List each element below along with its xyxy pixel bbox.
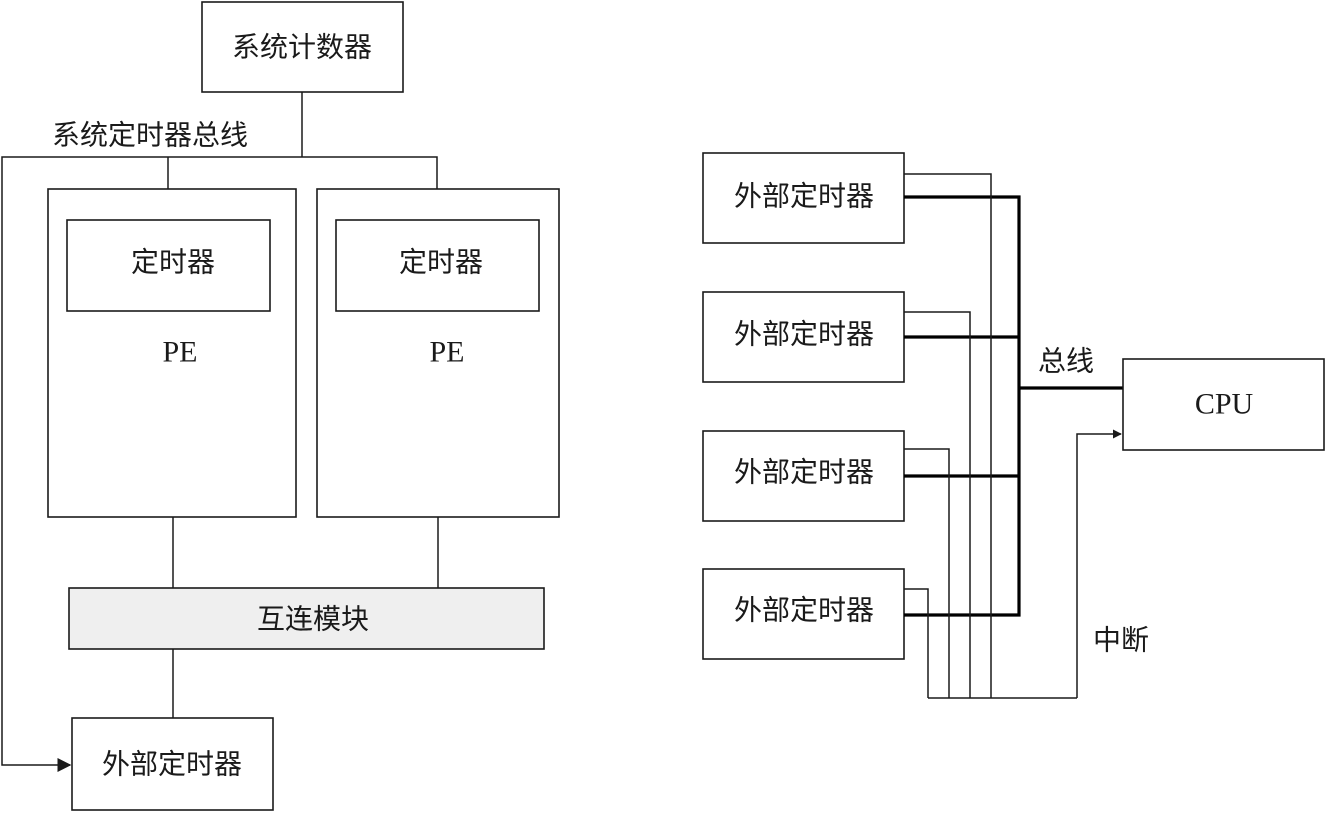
pe-block-2: 定时器 PE bbox=[316, 188, 560, 518]
system-timer-bus-label: 系统定时器总线 bbox=[52, 119, 248, 152]
cpu-label: CPU bbox=[1195, 388, 1254, 421]
external-timer-block-1: 外部定时器 bbox=[702, 152, 905, 244]
right-diagram: 外部定时器 外部定时器 外部定时器 外部定时器 总线 bbox=[702, 152, 1325, 699]
interrupt-label: 中断 bbox=[1093, 624, 1149, 657]
external-timer-label-4: 外部定时器 bbox=[734, 594, 874, 627]
pe-2-label: PE bbox=[429, 336, 464, 369]
data-bus bbox=[904, 195, 1123, 617]
pe-2-timer-label: 定时器 bbox=[399, 246, 483, 279]
interconnect-module: 互连模块 bbox=[68, 587, 545, 650]
interrupt-lines bbox=[904, 173, 1122, 699]
left-diagram: 系统计数器 系统定时器总线 定时器 PE 定时器 PE bbox=[1, 1, 560, 811]
external-timer-label-2: 外部定时器 bbox=[734, 318, 874, 351]
system-counter-block: 系统计数器 bbox=[201, 1, 404, 93]
system-counter-label: 系统计数器 bbox=[232, 31, 372, 64]
pe-1-timer-block bbox=[66, 219, 271, 312]
cpu-block: CPU bbox=[1122, 358, 1325, 451]
interconnect-label: 互连模块 bbox=[257, 603, 369, 636]
pe-1-label: PE bbox=[162, 336, 197, 369]
external-timer-block-4: 外部定时器 bbox=[702, 568, 905, 660]
external-timer-label-3: 外部定时器 bbox=[734, 456, 874, 489]
left-external-timer-block: 外部定时器 bbox=[71, 717, 274, 811]
external-timer-block-3: 外部定时器 bbox=[702, 430, 905, 522]
pe-1-timer-label: 定时器 bbox=[131, 246, 215, 279]
external-timer-label-1: 外部定时器 bbox=[734, 180, 874, 213]
external-timer-block-2: 外部定时器 bbox=[702, 291, 905, 383]
bus-label: 总线 bbox=[1038, 345, 1094, 378]
pe-block-1: 定时器 PE bbox=[47, 188, 297, 518]
left-external-timer-label: 外部定时器 bbox=[102, 748, 242, 781]
pe-2-timer-block bbox=[335, 219, 540, 312]
